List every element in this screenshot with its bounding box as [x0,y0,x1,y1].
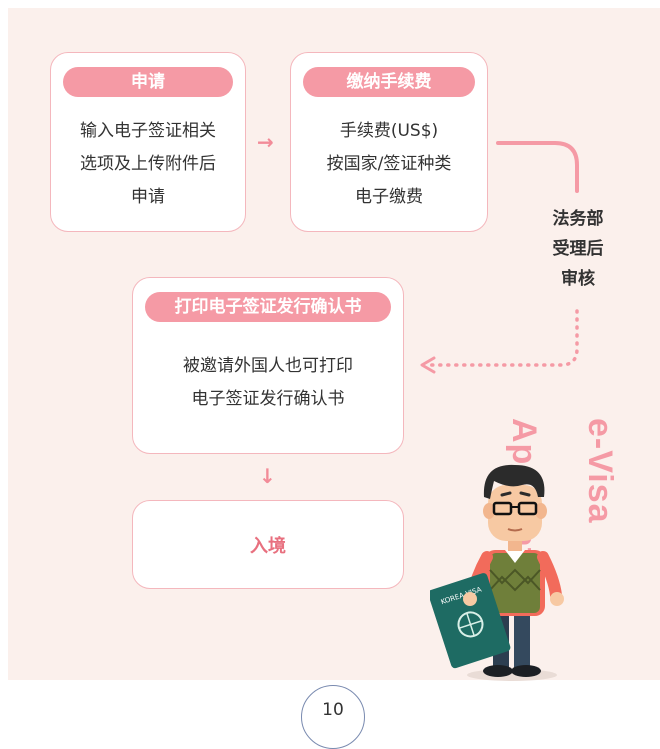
dotted-arrow-left-icon [420,309,579,374]
apply-card: 申请 输入电子签证相关 选项及上传附件后 申请 [50,52,246,232]
apply-line-3: 申请 [131,187,165,207]
page-number: 10 [322,700,344,720]
print-title: 打印电子签证发行确认书 [145,292,391,322]
review-label: 法务部 受理后 审核 [538,204,618,294]
arrow-right-icon: → [257,130,274,154]
man-with-passport-illustration: KOREA VISA [430,464,564,681]
review-line-2: 受理后 [552,239,604,259]
print-line-2: 电子签证发行确认书 [191,389,345,409]
apply-description: 输入电子签证相关 选项及上传附件后 申请 [51,115,245,214]
apply-line-1: 输入电子签证相关 [80,121,216,141]
connector-fee-to-review [496,141,579,193]
fee-line-2: 按国家/签证种类 [326,154,452,174]
entry-label: 入境 [250,535,286,557]
print-card: 打印电子签证发行确认书 被邀请外国人也可打印 电子签证发行确认书 [132,277,404,454]
fee-line-1: 手续费(US$) [339,121,439,141]
page-number-badge: 10 [301,685,365,749]
print-line-1: 被邀请外国人也可打印 [183,356,353,376]
review-line-3: 审核 [561,269,595,289]
brand-text: e-Visa Application [505,418,619,614]
fee-card: 缴纳手续费 手续费(US$) 按国家/签证种类 电子缴费 [290,52,488,232]
apply-line-2: 选项及上传附件后 [80,154,216,174]
arrow-down-icon: ↓ [259,464,276,488]
apply-title: 申请 [63,67,233,97]
fee-line-3: 电子缴费 [355,187,423,207]
fee-title: 缴纳手续费 [303,67,475,97]
review-line-1: 法务部 [552,209,604,229]
entry-card: 入境 [132,500,404,589]
fee-description: 手续费(US$) 按国家/签证种类 电子缴费 [291,115,487,214]
print-description: 被邀请外国人也可打印 电子签证发行确认书 [133,350,403,416]
